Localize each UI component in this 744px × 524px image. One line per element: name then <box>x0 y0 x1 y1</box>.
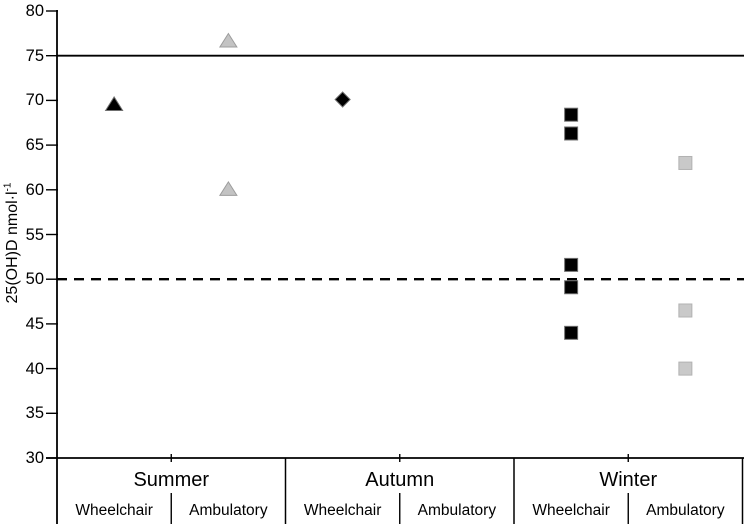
data-point-square <box>564 126 579 141</box>
subgroup-label-winter-ambulatory: Ambulatory <box>646 502 725 519</box>
data-point-square <box>678 155 693 170</box>
y-tick-label-60: 60 <box>25 180 44 199</box>
y-tick-label-35: 35 <box>25 404 44 423</box>
season-label-winter: Winter <box>599 469 658 491</box>
y-tick-label-40: 40 <box>25 359 44 378</box>
data-point-square <box>564 107 579 122</box>
data-point-square <box>678 361 693 376</box>
y-tick-label-75: 75 <box>25 46 44 65</box>
y-tick-label-80: 80 <box>25 2 44 20</box>
season-label-summer: Summer <box>133 469 210 491</box>
data-point-square <box>678 303 693 318</box>
y-tick-label-50: 50 <box>25 270 44 289</box>
y-tick-label-70: 70 <box>25 91 44 110</box>
season-label-autumn: Autumn <box>365 469 435 491</box>
subgroup-label-summer-wheelchair: Wheelchair <box>75 502 153 519</box>
data-point-square <box>564 325 579 340</box>
data-point-triangle <box>218 180 238 196</box>
subgroup-label-autumn-ambulatory: Ambulatory <box>417 502 497 519</box>
subgroup-label-autumn-wheelchair: Wheelchair <box>303 502 382 519</box>
data-point-square <box>564 257 579 272</box>
y-tick-label-55: 55 <box>25 225 44 244</box>
data-point-triangle <box>104 96 124 111</box>
subgroup-label-summer-ambulatory: Ambulatory <box>189 502 268 519</box>
y-tick-label-45: 45 <box>25 314 44 333</box>
data-point-triangle <box>218 32 238 48</box>
data-point-square <box>564 280 579 295</box>
y-tick-label-30: 30 <box>25 449 44 467</box>
subgroup-label-winter-wheelchair: Wheelchair <box>532 502 610 519</box>
y-tick-label-65: 65 <box>25 136 44 155</box>
data-point-diamond <box>334 91 351 108</box>
